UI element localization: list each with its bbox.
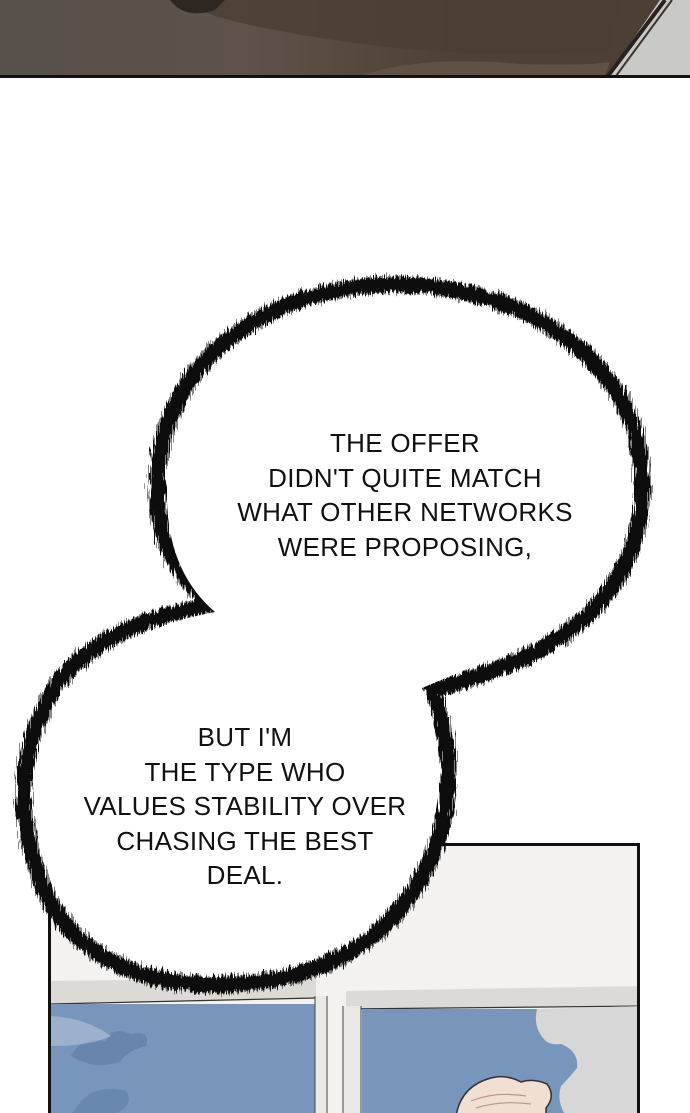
speech-bubble-upper-text: THE OFFER DIDN'T QUITE MATCH WHAT OTHER … — [225, 426, 585, 564]
top-panel-border — [0, 75, 690, 78]
bubble-line: DEAL. — [206, 860, 284, 890]
speech-bubble-lower-text: BUT I'M THE TYPE WHO VALUES STABILITY OV… — [70, 720, 420, 893]
bubble-line: THE TYPE WHO — [144, 756, 346, 787]
bubble-line: VALUES STABILITY OVER — [83, 791, 407, 821]
bubble-line: THE OFFER — [329, 428, 481, 458]
bubble-line: DIDN'T QUITE MATCH — [268, 462, 542, 493]
floor-illustration — [170, 0, 690, 76]
bubble-line: WERE PROPOSING, — [277, 531, 533, 562]
top-comic-panel — [0, 0, 690, 76]
bubble-line: CHASING THE BEST — [116, 825, 374, 856]
bubble-line: WHAT OTHER NETWORKS — [237, 497, 573, 527]
bubble-line: BUT I'M — [197, 722, 293, 752]
